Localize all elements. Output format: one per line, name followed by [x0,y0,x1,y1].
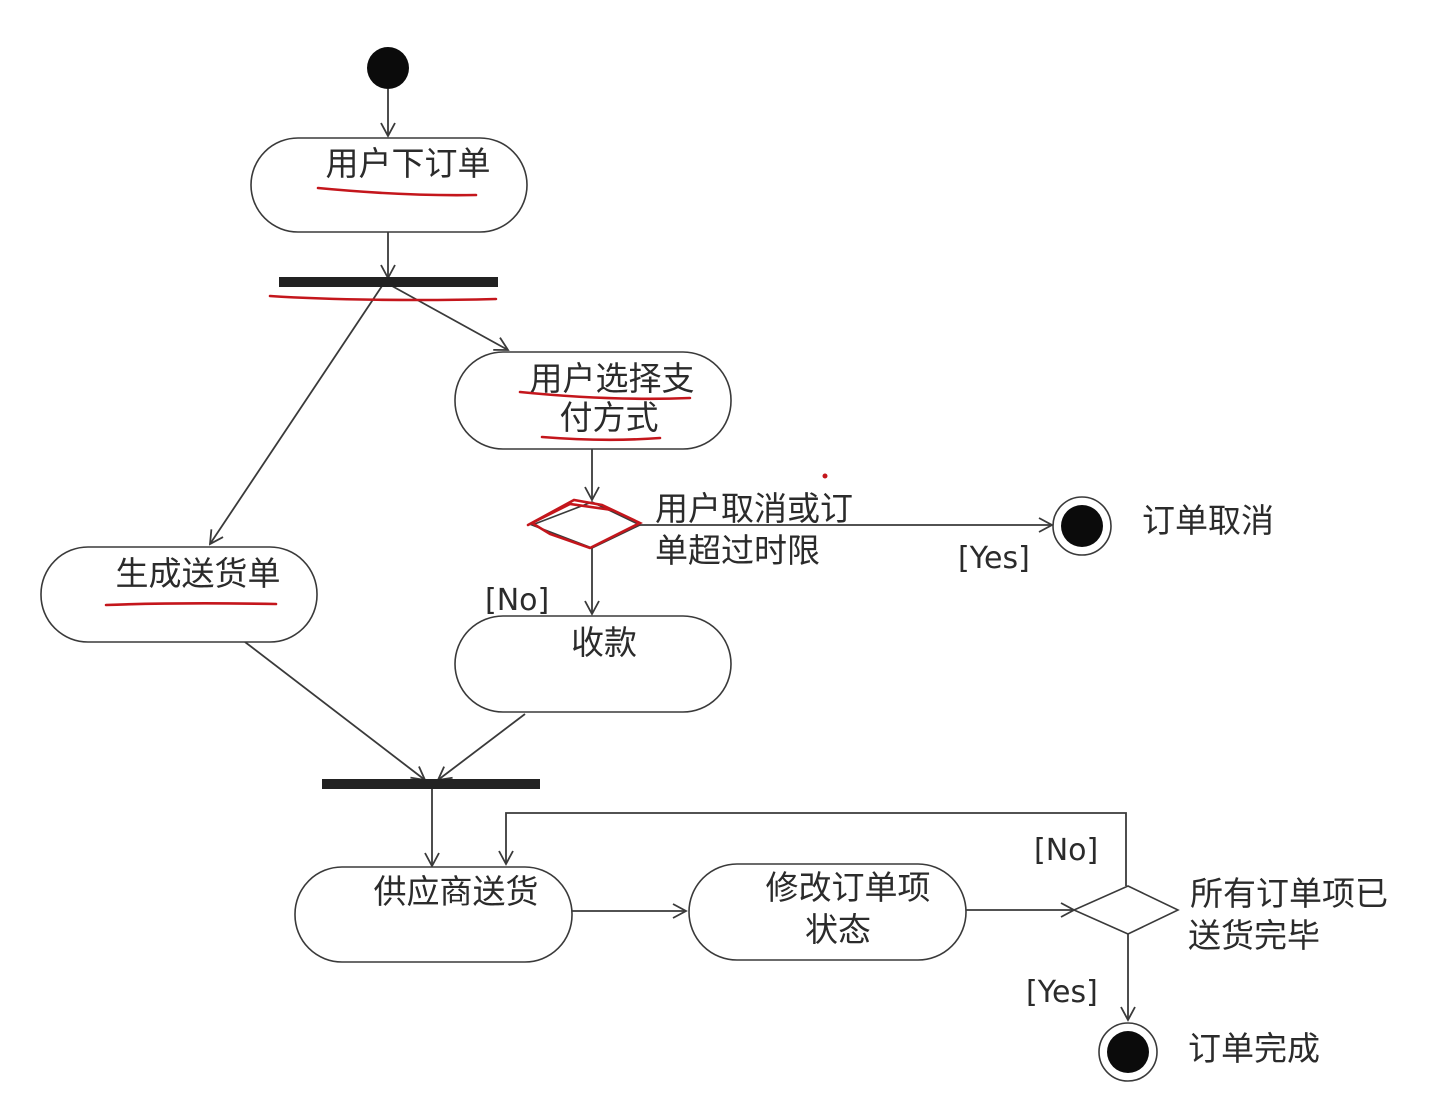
initial-node [367,47,409,89]
activity-update-status-label-line1: 修改订单项 [766,868,931,907]
activity-choose-payment-label-line1: 用户选择支 [530,359,695,398]
flow-fork-to-choose-payment [391,285,510,351]
activity-choose-payment: 用户选择支 付方式 [454,351,732,450]
activity-place-order-label: 用户下订单 [326,144,491,183]
activity-generate-delivery: 生成送货单 [40,546,318,643]
activity-supplier-delivery: 供应商送货 [294,866,573,963]
underline-choose-payment-2 [540,435,662,442]
flow-decision-no-loop-back [498,812,1127,886]
underline-fork-bar [268,294,498,302]
join-bar [322,779,540,789]
decision-cancel [529,501,642,549]
decision-cancel-condition-line2: 单超过时限 [655,531,820,570]
activity-collect-payment: 收款 [454,615,732,713]
decision-delivered-condition-line1: 所有订单项已 [1190,874,1388,913]
guard-delivered-no: [No] [1034,833,1098,868]
final-label-completed: 订单完成 [1188,1029,1320,1068]
final-label-cancelled: 订单取消 [1142,501,1274,540]
activity-place-order: 用户下订单 [250,137,528,233]
highlight-decision-cancel [526,498,643,550]
decision-all-delivered [1072,885,1180,935]
red-annotations [104,186,828,607]
decision-delivered-condition-line2: 送货完毕 [1188,916,1320,955]
activity-update-status-label-line2: 状态 [805,910,871,949]
final-node-completed [1098,1022,1158,1082]
fork-bar [279,277,498,287]
guard-cancel-no: [No] [485,583,549,618]
flow-fork-to-delivery-note [208,285,383,546]
underline-place-order [316,186,478,197]
underline-choose-payment-1 [518,390,692,401]
control-flows [208,89,1136,1022]
activity-collect-payment-label: 收款 [571,623,637,662]
activity-update-status: 修改订单项 状态 [688,863,967,961]
activity-supplier-delivery-label: 供应商送货 [374,872,539,911]
flow-delivery-note-to-join [244,641,427,782]
activity-choose-payment-label-line2: 付方式 [560,398,659,437]
guard-cancel-yes: [Yes] [958,541,1030,576]
underline-generate-delivery [104,602,278,607]
red-dot-mark [822,473,828,479]
flow-collect-to-join [436,713,526,782]
activity-generate-delivery-label: 生成送货单 [116,554,281,593]
decision-cancel-condition-line1: 用户取消或订 [655,489,853,528]
guard-delivered-yes: [Yes] [1026,975,1098,1010]
final-node-cancelled [1052,496,1112,556]
